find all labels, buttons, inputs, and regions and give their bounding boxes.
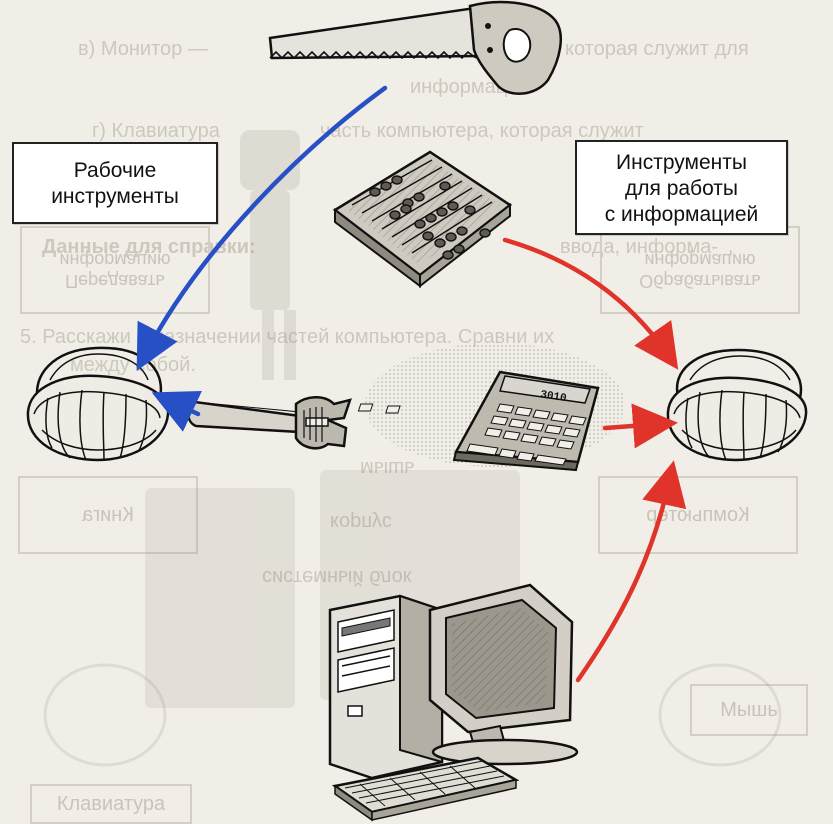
calculator-icon: 3010	[357, 343, 625, 472]
blue-arrow-saw-to-basket	[136, 85, 388, 371]
basket-icon-left	[26, 346, 170, 462]
red-arrow-abacus-to-basket	[502, 237, 679, 370]
saw-icon	[268, 0, 562, 95]
bg-box-keyboard: Клавиатура	[30, 784, 192, 824]
label-info-tools-line3: с информацией	[604, 203, 759, 226]
blue-arrow-wrench-to-basket	[151, 391, 202, 432]
bg-box-mouse: Мышь	[690, 684, 808, 736]
label-work-tools: Рабочие инструменты	[12, 142, 218, 224]
label-info-tools: Инструменты для работы с информацией	[575, 140, 788, 235]
label-work-tools-line1: Рабочие	[73, 159, 157, 182]
red-arrow-calculator-to-basket	[602, 403, 678, 449]
wrench-icon	[187, 396, 352, 450]
abacus-icon	[332, 150, 513, 289]
ghost-basket-icon	[43, 663, 782, 767]
label-info-tools-line1: Инструменты	[616, 151, 747, 174]
label-work-tools-line2: инструменты	[51, 185, 179, 208]
basket-icon-right	[666, 348, 808, 462]
label-info-tools-line2: для работы	[624, 177, 739, 200]
red-arrow-computer-to-basket	[575, 460, 687, 683]
arrows	[136, 85, 687, 683]
ghost-robot-icon	[240, 130, 300, 380]
calculator-display: 3010	[539, 389, 567, 405]
computer-icon	[328, 583, 579, 822]
